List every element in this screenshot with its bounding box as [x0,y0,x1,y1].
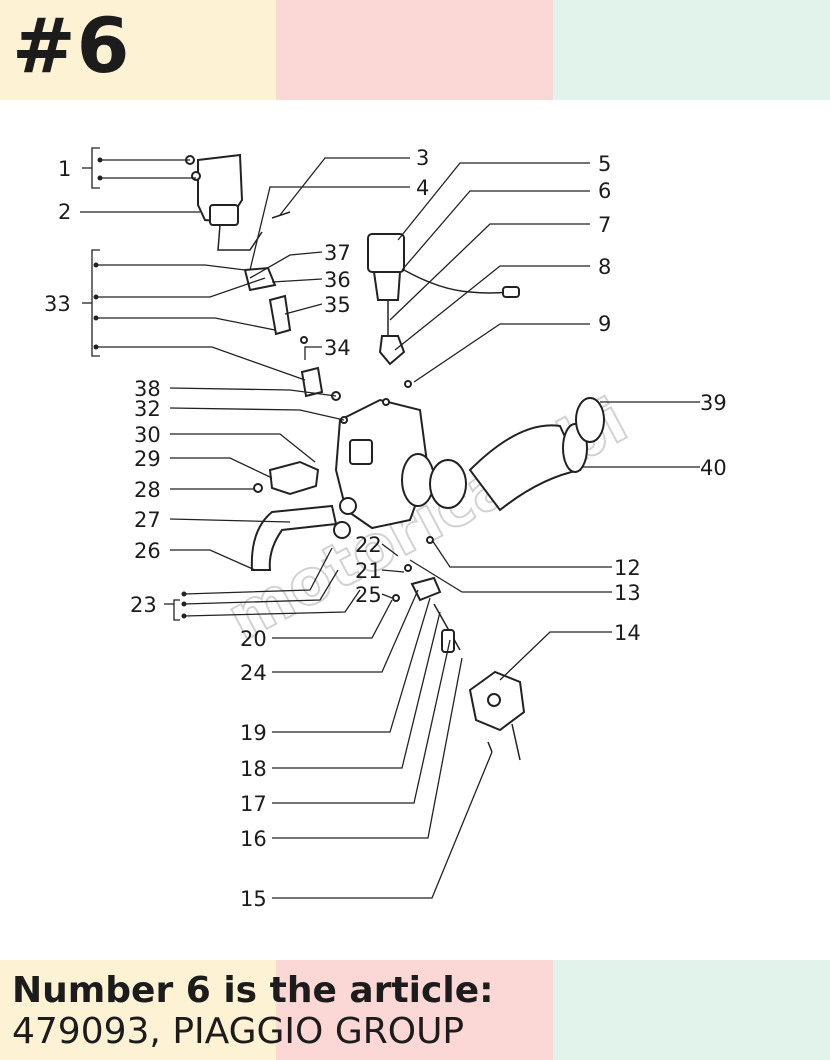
callout-5: 5 [598,152,611,176]
callout-32: 32 [134,397,161,421]
footer-band [0,960,830,1060]
callout-35: 35 [324,293,351,317]
callout-28: 28 [134,478,161,502]
callout-19: 19 [240,721,267,745]
callout-2: 2 [58,200,71,224]
callout-7: 7 [598,213,611,237]
callout-12: 12 [614,556,641,580]
callout-labels: 1 2 3 4 5 6 7 8 9 12 13 14 15 16 17 18 1… [44,146,727,911]
callout-36: 36 [324,268,351,292]
leader-lines [80,147,700,899]
article-caption: Number 6 is the article: 479093, PIAGGIO… [12,970,494,1053]
callout-17: 17 [240,792,267,816]
callout-15: 15 [240,887,267,911]
callout-16: 16 [240,827,267,851]
callout-21: 21 [355,559,382,583]
callout-6: 6 [598,179,611,203]
callout-34: 34 [324,336,351,360]
callout-26: 26 [134,539,161,563]
callout-27: 27 [134,508,161,532]
callout-39: 39 [700,391,727,415]
caption-title: Number 6 is the article: [12,970,494,1011]
callout-3: 3 [416,146,429,170]
callout-22: 22 [355,533,382,557]
callout-4: 4 [416,176,429,200]
callout-25: 25 [355,583,382,607]
callout-8: 8 [598,255,611,279]
parts-drawing [185,153,605,761]
exploded-parts-diagram: motoricambi [44,146,727,911]
callout-18: 18 [240,757,267,781]
callout-14: 14 [614,621,641,645]
callout-38: 38 [134,377,161,401]
callout-13: 13 [614,581,641,605]
callout-23: 23 [130,593,157,617]
callout-20: 20 [240,627,267,651]
callout-37: 37 [324,241,351,265]
caption-article-code: 479093, PIAGGIO GROUP [12,1011,465,1053]
callout-9: 9 [598,312,611,336]
callout-40: 40 [700,456,727,480]
callout-30: 30 [134,423,161,447]
callout-24: 24 [240,661,267,685]
header-band [0,0,830,100]
item-number-badge: #6 [12,1,131,90]
callout-1: 1 [58,157,71,181]
callout-29: 29 [134,447,161,471]
callout-33: 33 [44,292,71,316]
